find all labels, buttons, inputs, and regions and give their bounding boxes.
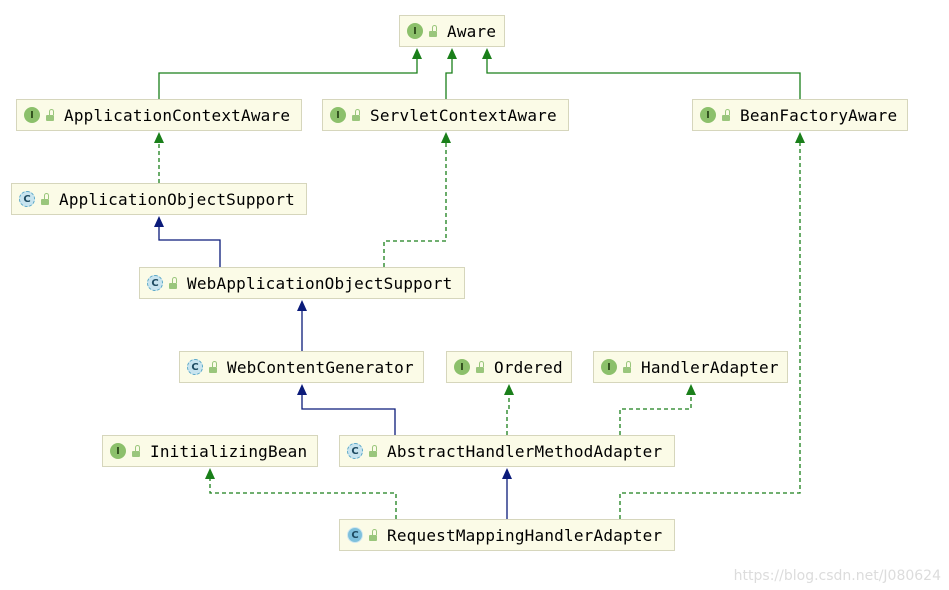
lock-icon xyxy=(369,528,377,541)
interface-icon: I xyxy=(407,23,423,39)
arrow-head xyxy=(441,132,451,143)
arrow-head xyxy=(297,384,307,395)
node-label: WebApplicationObjectSupport xyxy=(187,273,453,293)
edge-request-mapping-handler-adapter-to-abstract-handler-method-adapter xyxy=(502,468,512,519)
edge-application-context-aware-to-aware xyxy=(158,48,422,99)
lock-icon xyxy=(46,108,54,121)
arrow-head xyxy=(205,468,215,479)
edge-abstract-handler-method-adapter-to-web-content-generator xyxy=(297,384,396,435)
class-icon: C xyxy=(347,527,363,543)
node-label: InitializingBean xyxy=(150,441,308,461)
node-ordered[interactable]: I Ordered xyxy=(446,351,572,383)
lock-icon xyxy=(41,192,49,205)
node-label: WebContentGenerator xyxy=(227,357,414,377)
node-application-context-aware[interactable]: I ApplicationContextAware xyxy=(16,99,302,131)
lock-icon xyxy=(623,360,631,373)
arrow-head xyxy=(447,48,457,59)
interface-icon: I xyxy=(330,107,346,123)
node-label: RequestMappingHandlerAdapter xyxy=(387,525,663,545)
node-label: ApplicationObjectSupport xyxy=(59,189,295,209)
node-initializing-bean[interactable]: I InitializingBean xyxy=(102,435,318,467)
arrow-head xyxy=(502,468,512,479)
edge-bean-factory-aware-to-aware xyxy=(482,48,801,99)
lock-icon xyxy=(429,24,437,37)
node-web-application-object-support[interactable]: C WebApplicationObjectSupport xyxy=(139,267,465,299)
node-handler-adapter[interactable]: I HandlerAdapter xyxy=(593,351,788,383)
interface-icon: I xyxy=(24,107,40,123)
node-abstract-handler-method-adapter[interactable]: C AbstractHandlerMethodAdapter xyxy=(339,435,675,467)
abstract-class-icon: C xyxy=(347,443,363,459)
arrow-head xyxy=(504,384,514,395)
node-aware[interactable]: I Aware xyxy=(399,15,505,47)
edge-application-object-support-to-application-context-aware xyxy=(154,132,164,183)
node-label: HandlerAdapter xyxy=(641,357,779,377)
arrow-head xyxy=(482,48,492,59)
arrow-head xyxy=(686,384,696,395)
lock-icon xyxy=(209,360,217,373)
edge-request-mapping-handler-adapter-to-initializing-bean xyxy=(205,468,397,519)
abstract-class-icon: C xyxy=(147,275,163,291)
edge-web-application-object-support-to-servlet-context-aware xyxy=(383,132,451,267)
edge-request-mapping-handler-adapter-to-bean-factory-aware xyxy=(619,132,805,519)
abstract-class-icon: C xyxy=(19,191,35,207)
arrow-head xyxy=(795,132,805,143)
arrow-head xyxy=(412,48,422,59)
node-bean-factory-aware[interactable]: I BeanFactoryAware xyxy=(692,99,908,131)
arrow-head xyxy=(297,300,307,311)
node-label: ServletContextAware xyxy=(370,105,557,125)
arrow-head xyxy=(154,132,164,143)
interface-icon: I xyxy=(454,359,470,375)
edge-web-content-generator-to-web-application-object-support xyxy=(297,300,307,351)
node-label: ApplicationContextAware xyxy=(64,105,291,125)
lock-icon xyxy=(369,444,377,457)
abstract-class-icon: C xyxy=(187,359,203,375)
node-label: Ordered xyxy=(494,357,563,377)
interface-icon: I xyxy=(700,107,716,123)
lock-icon xyxy=(722,108,730,121)
node-servlet-context-aware[interactable]: I ServletContextAware xyxy=(322,99,569,131)
node-web-content-generator[interactable]: C WebContentGenerator xyxy=(179,351,424,383)
lock-icon xyxy=(476,360,484,373)
node-label: Aware xyxy=(447,21,497,41)
interface-icon: I xyxy=(601,359,617,375)
node-request-mapping-handler-adapter[interactable]: C RequestMappingHandlerAdapter xyxy=(339,519,675,551)
node-application-object-support[interactable]: C ApplicationObjectSupport xyxy=(11,183,307,215)
arrow-head xyxy=(154,216,164,227)
edge-web-application-object-support-to-application-object-support xyxy=(154,216,221,267)
lock-icon xyxy=(352,108,360,121)
interface-icon: I xyxy=(110,443,126,459)
edge-abstract-handler-method-adapter-to-ordered xyxy=(504,384,514,435)
watermark: https://blog.csdn.net/J080624 xyxy=(733,568,941,584)
lock-icon xyxy=(169,276,177,289)
edge-servlet-context-aware-to-aware xyxy=(445,48,457,99)
node-label: BeanFactoryAware xyxy=(740,105,898,125)
node-label: AbstractHandlerMethodAdapter xyxy=(387,441,663,461)
edge-abstract-handler-method-adapter-to-handler-adapter xyxy=(619,384,696,435)
lock-icon xyxy=(132,444,140,457)
